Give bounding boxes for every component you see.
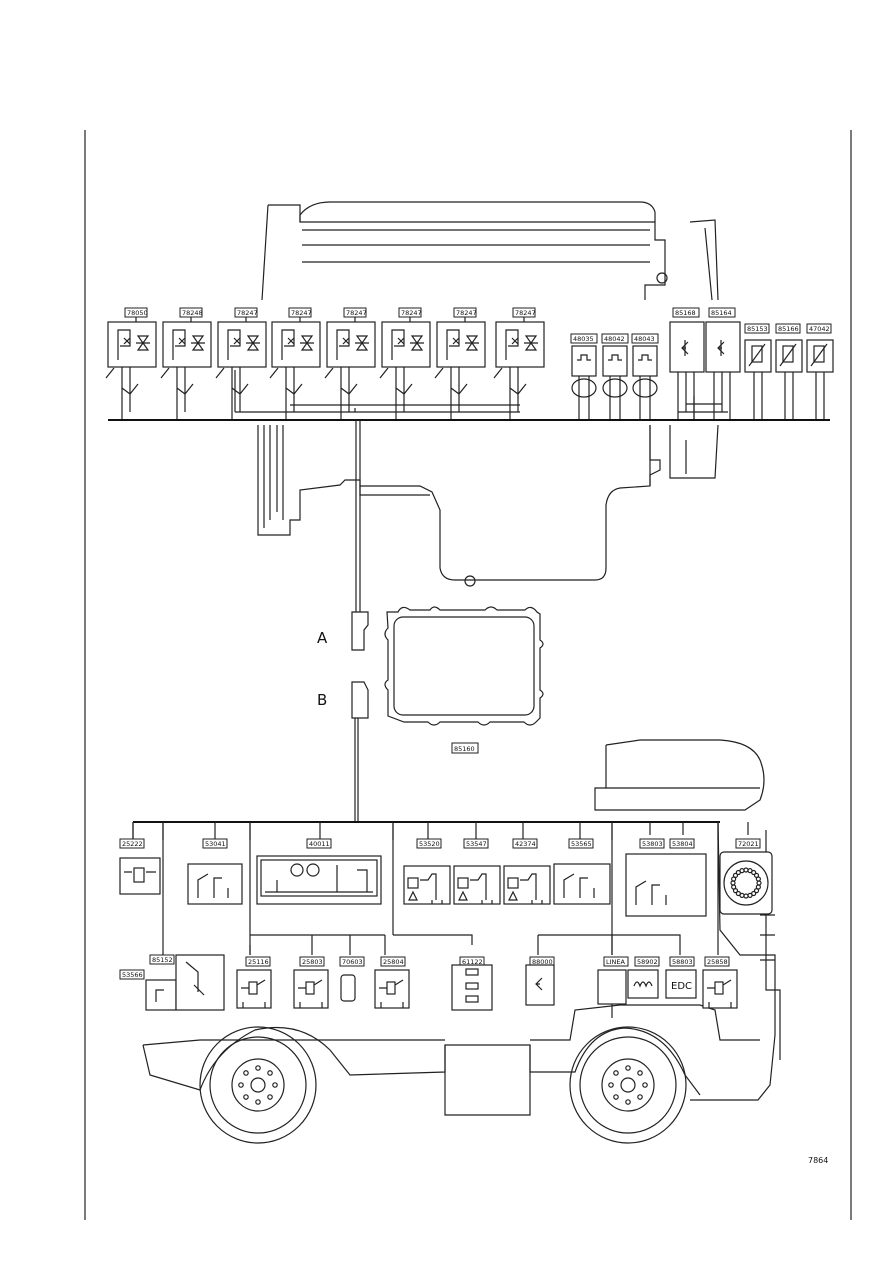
injector-code: 78247: [456, 309, 477, 317]
component-code: 40011: [309, 840, 330, 848]
component-code: 58902: [637, 958, 658, 966]
component-code: 25222: [122, 840, 143, 848]
junction: LINEA: [597, 956, 629, 1018]
temperature-sensor: 85153: [744, 323, 772, 420]
injector-code: 78247: [401, 309, 422, 317]
temperature-sensor: 85166: [775, 323, 803, 420]
relay: 25803: [293, 956, 329, 1009]
injector-solenoid: 78247: [434, 307, 486, 420]
pressure-switch: 53547: [453, 838, 501, 905]
pressure-switch: 53520: [403, 838, 451, 905]
pressure-sensor: 85168: [669, 307, 705, 420]
ecu-harness: A B: [317, 420, 369, 822]
speed-sensor: 48043: [631, 333, 659, 420]
injector-code: 78050: [127, 309, 148, 317]
sensor-link-wires: [234, 370, 520, 413]
switch-box: 53041: [187, 838, 243, 905]
figure-number: 7864: [808, 1156, 828, 1165]
temperature-sensor: 47042: [806, 323, 834, 420]
connector-b: [351, 681, 369, 719]
label-only: 53804: [669, 838, 695, 849]
switch-box: 53803: [625, 838, 707, 917]
injector-solenoid: 78247: [215, 307, 267, 420]
injector-code: 78247: [515, 309, 536, 317]
resistor-block: 61122: [451, 956, 493, 1011]
pressure-switch: 42374: [503, 838, 551, 905]
relay-small: 25222: [119, 838, 161, 895]
component-code: 70603: [342, 958, 363, 966]
injector-solenoid: 78050: [105, 307, 157, 420]
component-code: 53566: [122, 971, 143, 979]
switch-box: 53565: [553, 838, 611, 905]
sensor-code: 85153: [747, 325, 768, 333]
component-code: 53547: [466, 840, 487, 848]
injector-solenoid: 78247: [493, 307, 545, 420]
injector-code: 78247: [346, 309, 367, 317]
component-code: 53804: [672, 840, 693, 848]
component-code: 61122: [462, 958, 483, 966]
injector-solenoid: 78247: [379, 307, 431, 420]
diagnostic-connector: 72021: [719, 838, 773, 915]
ecu-code: 85160: [454, 745, 475, 753]
component-code: 53565: [571, 840, 592, 848]
truck-outline: [142, 739, 781, 1144]
fuse: 70603: [339, 956, 365, 1002]
sensor-code: 48035: [573, 335, 594, 343]
component-code: 25803: [302, 958, 323, 966]
connector-b-label: B: [317, 691, 327, 709]
component-code: 53041: [205, 840, 226, 848]
connector-a: [351, 611, 369, 651]
pressure-sensor: 85164: [705, 307, 741, 420]
sensor-code: 85168: [675, 309, 696, 317]
sensor-code: 48043: [634, 335, 655, 343]
component-code: 85152: [152, 956, 173, 964]
component-code: 25858: [707, 958, 728, 966]
injector-code: 78248: [182, 309, 203, 317]
multi-switch: 53566: [119, 954, 225, 1011]
sensor-code: 85164: [711, 309, 732, 317]
sensor-code: 47042: [809, 325, 830, 333]
label-only: 85152: [149, 954, 175, 965]
sensor-code: 85166: [778, 325, 799, 333]
ecu-unit: 85160: [384, 606, 544, 754]
connector-a-label: A: [317, 629, 328, 647]
component-code: 42374: [515, 840, 536, 848]
speed-sensor: 48035: [570, 333, 598, 420]
injector-solenoid: 78247: [269, 307, 321, 420]
cab-harness: 25222 53041 40011 53520 53547 42374 53565 53803…: [119, 821, 773, 1018]
speed-sensor: 48042: [601, 333, 629, 420]
edc-lamp-text: EDC: [671, 981, 692, 992]
relay: 25804: [374, 956, 410, 1009]
component-code: 72021: [738, 840, 759, 848]
relay: 25116: [236, 956, 272, 1009]
component-code: LINEA: [606, 958, 626, 966]
injector-solenoid: 78247: [324, 307, 376, 420]
engine-outline: [257, 201, 719, 587]
component-code: 58803: [672, 958, 693, 966]
sensor-row-top: 78050 78248 78247 78247 78247 78247 78247 78247…: [105, 307, 834, 421]
relay: 25858: [702, 956, 738, 1009]
component-code: 25804: [383, 958, 404, 966]
component-code: 88000: [532, 958, 553, 966]
injector-code: 78247: [291, 309, 312, 317]
injector-solenoid: 78248: [160, 307, 212, 420]
component-code: 25116: [248, 958, 269, 966]
sensor-code: 48042: [604, 335, 625, 343]
component-code: 53520: [419, 840, 440, 848]
instrument-panel: 40011: [256, 838, 382, 905]
pressure-sensor: 88000: [525, 956, 555, 1006]
heater: 58902: [627, 956, 660, 999]
component-code: 53803: [642, 840, 663, 848]
injector-code: 78247: [237, 309, 258, 317]
